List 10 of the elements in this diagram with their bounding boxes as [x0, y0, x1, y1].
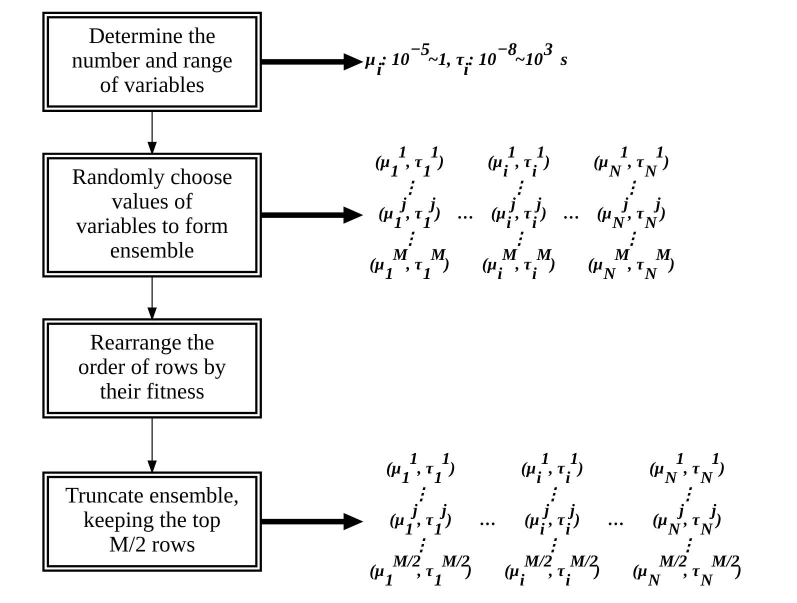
node-box: Rearrange the order of rows by their fitness [42, 318, 262, 419]
arrow [260, 206, 363, 224]
arrow [146, 276, 156, 321]
arrow [146, 418, 156, 474]
arrow [146, 111, 156, 156]
node-box: Determine the number and range of variables [42, 12, 262, 112]
arrow [260, 512, 363, 530]
node-box: Randomly choose values of variables to form ensemble [42, 152, 262, 278]
arrow [260, 53, 363, 71]
node-box: Truncate ensemble, keeping the top M/2 rows [42, 471, 262, 572]
